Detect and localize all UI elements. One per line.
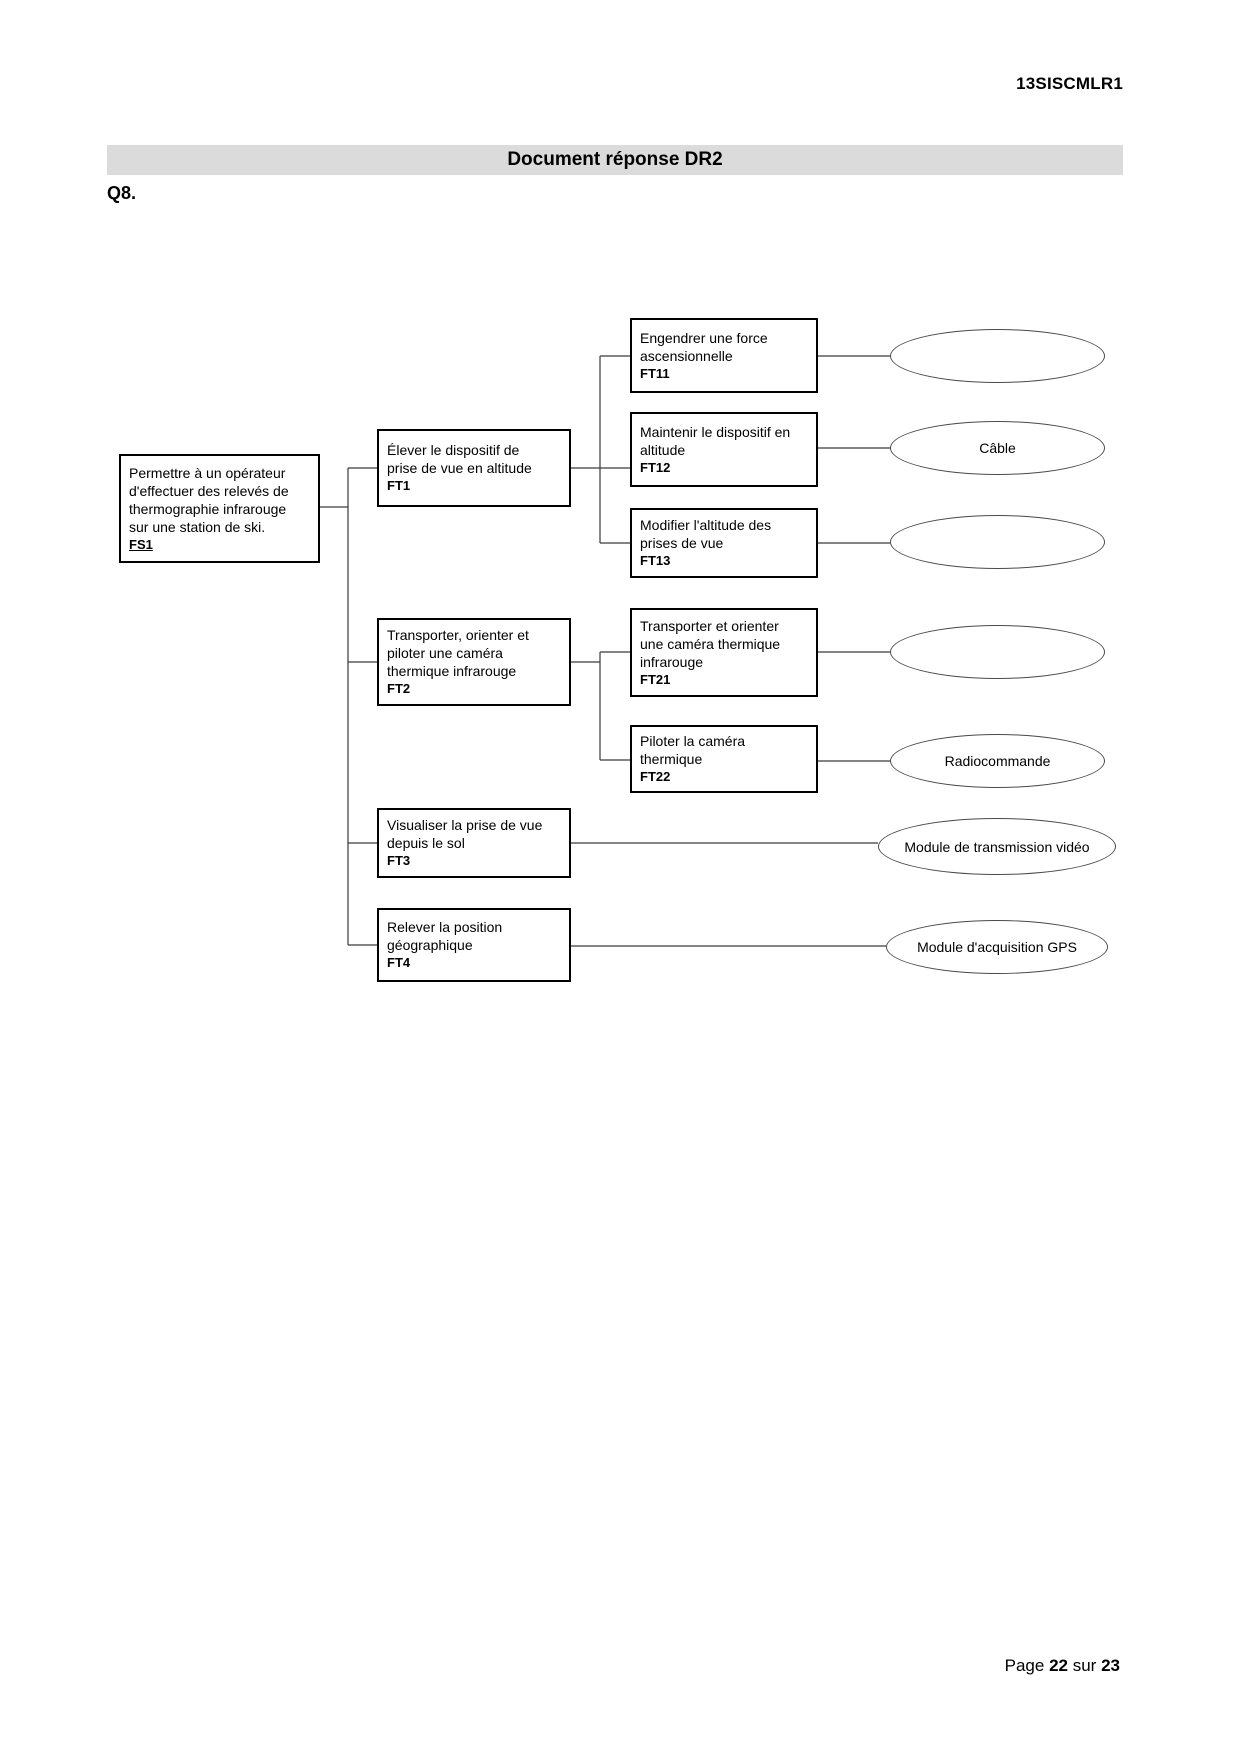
solution-oval-ft3: Module de transmission vidéo bbox=[878, 818, 1116, 875]
box-text-line: Transporter, orienter et bbox=[387, 627, 529, 643]
box-ft21: Transporter et orienter une caméra therm… bbox=[630, 608, 818, 697]
box-text-line: géographique bbox=[387, 937, 473, 953]
question-label: Q8. bbox=[107, 183, 137, 203]
footer-page-number: 22 bbox=[1049, 1656, 1068, 1675]
box-ft12-label: FT12 bbox=[640, 459, 671, 475]
page-footer: Page 22 sur 23 bbox=[1005, 1656, 1120, 1676]
footer-word: sur bbox=[1072, 1656, 1097, 1675]
box-ft22: Piloter la caméra thermique FT22 bbox=[630, 725, 818, 793]
box-text-line: Engendrer une force bbox=[640, 329, 768, 346]
box-text-line: Élever le dispositif de bbox=[387, 442, 520, 458]
box-ft3-label: FT3 bbox=[387, 853, 411, 868]
box-text-line: piloter une caméra bbox=[387, 645, 503, 661]
box-text-line: ascensionnelle bbox=[640, 347, 733, 364]
box-ft4: Relever la position géographique FT4 bbox=[377, 908, 571, 982]
box-ft1: Élever le dispositif de prise de vue en … bbox=[377, 429, 571, 507]
box-text-line: Modifier l'altitude des bbox=[640, 517, 772, 533]
box-ft3: Visualiser la prise de vue depuis le sol… bbox=[377, 808, 571, 878]
box-text-line: d'effectuer des relevés de bbox=[129, 482, 289, 499]
box-ft2-label: FT2 bbox=[387, 681, 411, 696]
box-text-line: prise de vue en altitude bbox=[387, 460, 532, 476]
exam-reference: 13SISCMLR1 bbox=[1016, 74, 1123, 93]
box-text-line: Piloter la caméra bbox=[640, 733, 746, 749]
box-ft13-label: FT13 bbox=[640, 553, 671, 568]
box-text-line: une caméra thermique bbox=[640, 635, 781, 652]
box-text-line: Visualiser la prise de vue bbox=[387, 817, 543, 833]
box-text-line: prises de vue bbox=[640, 535, 724, 551]
solution-oval-ft13 bbox=[890, 515, 1105, 569]
document-title: Document réponse DR2 bbox=[507, 149, 723, 170]
box-text-line: thermique infrarouge bbox=[387, 663, 517, 679]
box-text-line: thermographie infrarouge bbox=[129, 500, 287, 517]
box-text-line: Permettre à un opérateur bbox=[129, 464, 286, 481]
solution-oval-ft11 bbox=[890, 329, 1105, 383]
solution-text: Radiocommande bbox=[944, 753, 1051, 769]
box-ft4-label: FT4 bbox=[387, 955, 411, 970]
box-fs1: Permettre à un opérateur d'effectuer des… bbox=[119, 454, 320, 563]
box-ft13: Modifier l'altitude des prises de vue FT… bbox=[630, 508, 818, 578]
solution-oval-ft4: Module d'acquisition GPS bbox=[886, 920, 1108, 974]
box-text-line: depuis le sol bbox=[387, 835, 465, 851]
box-fs1-label: FS1 bbox=[129, 536, 153, 552]
footer-total-pages: 23 bbox=[1101, 1656, 1120, 1675]
footer-word: Page bbox=[1004, 1656, 1045, 1675]
box-text-line: Transporter et orienter bbox=[640, 617, 779, 634]
box-ft12: Maintenir le dispositif en altitude FT12 bbox=[630, 412, 818, 487]
solution-text: Module d'acquisition GPS bbox=[917, 939, 1077, 955]
solution-oval-ft22: Radiocommande bbox=[890, 734, 1105, 788]
title-banner: Document réponse DR2 bbox=[107, 145, 1123, 175]
solution-oval-ft21 bbox=[890, 625, 1105, 679]
solution-text: Câble bbox=[979, 440, 1016, 456]
box-ft22-label: FT22 bbox=[640, 769, 671, 784]
box-ft11: Engendrer une force ascensionnelle FT11 bbox=[630, 318, 818, 393]
box-text-line: thermique bbox=[640, 751, 703, 767]
box-ft11-label: FT11 bbox=[640, 365, 670, 381]
box-text-line: altitude bbox=[640, 441, 686, 458]
box-text-line: sur une station de ski. bbox=[129, 518, 266, 535]
box-ft1-label: FT1 bbox=[387, 478, 411, 493]
box-ft2: Transporter, orienter et piloter une cam… bbox=[377, 618, 571, 706]
solution-text: Module de transmission vidéo bbox=[904, 838, 1090, 855]
box-text-line: infrarouge bbox=[640, 653, 704, 670]
box-text-line: Maintenir le dispositif en bbox=[640, 423, 791, 440]
solution-oval-ft12: Câble bbox=[890, 421, 1105, 475]
box-text-line: Relever la position bbox=[387, 919, 503, 935]
box-ft21-label: FT21 bbox=[640, 671, 671, 687]
